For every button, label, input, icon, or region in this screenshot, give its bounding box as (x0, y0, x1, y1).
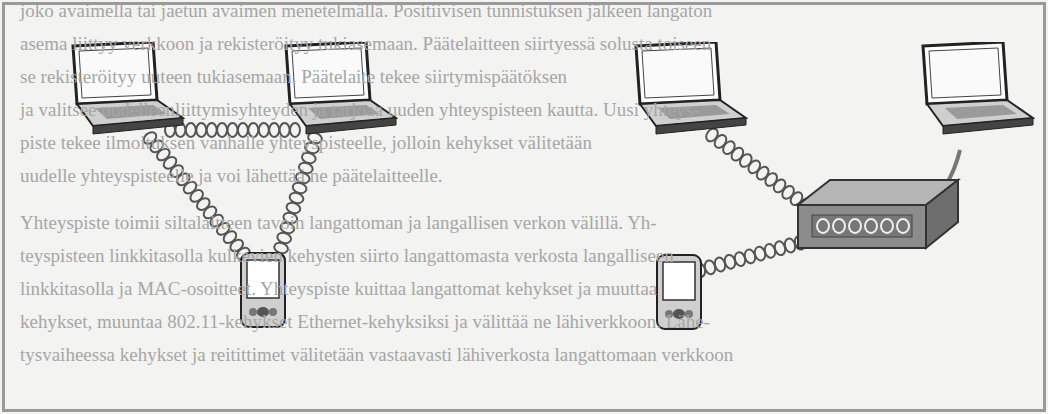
background-text-line: joko avaimella tai jaetun avaimen menete… (20, 0, 712, 22)
background-text-line: piste tekee ilmoituksen vanhalle yhteysp… (20, 132, 592, 154)
background-text-line: Yhteyspiste toimii siltalaitteen tavoin … (20, 212, 657, 234)
background-text-line: linkkitasolla ja MAC-osoitteet. Yhteyspi… (20, 278, 657, 300)
background-text-line: kehykset, muuntaa 802.11-kehykset Ethern… (20, 311, 710, 333)
background-text-line: se rekisteröityy uuteen tukiasemaan. Pää… (20, 66, 567, 88)
background-text-line: teyspisteen linkkitasolla kulkevien kehy… (20, 245, 674, 267)
background-text-line: asema liittyy verkkoon ja rekisteröityy … (20, 33, 711, 55)
background-text-line: ja valitsee uudelleenliittymisyhteyden j… (20, 99, 700, 121)
background-text-line: tysvaiheessa kehykset ja reitittimet väl… (20, 344, 733, 366)
background-text-line: uudelle yhteyspisteelle ja voi lähettää … (20, 165, 443, 187)
